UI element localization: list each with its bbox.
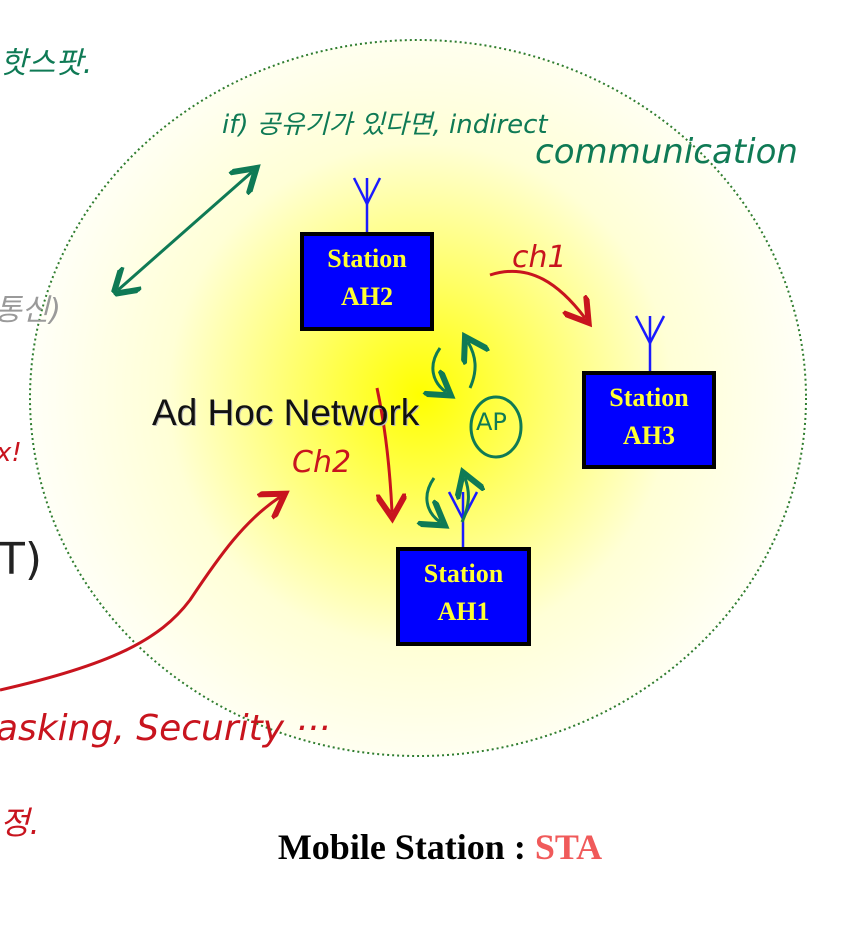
caption-prefix: Mobile Station : bbox=[277, 827, 535, 867]
station-label-line2: AH1 bbox=[437, 597, 490, 626]
station-label-line2: AH3 bbox=[623, 421, 675, 450]
ch2-down-arrow bbox=[375, 387, 392, 512]
ch1-arrow bbox=[489, 269, 585, 318]
ap-link-arrows bbox=[427, 342, 475, 522]
station-ah3: Station AH3 bbox=[582, 371, 716, 469]
note-bottom-left: 정. bbox=[0, 804, 40, 842]
caption: Mobile Station : STA bbox=[0, 826, 852, 868]
ap-circle bbox=[469, 395, 523, 459]
caption-sta: STA bbox=[534, 827, 603, 867]
antenna-icon bbox=[352, 177, 382, 232]
indirect-arrow bbox=[118, 172, 252, 290]
station-label-line1: Station bbox=[327, 244, 407, 273]
note-security: asking, Security ··· bbox=[0, 708, 330, 749]
note-left-red: x! bbox=[0, 438, 22, 468]
note-indirect: if) 공유기가 있다면, indirect bbox=[222, 110, 548, 140]
network-label: Ad Hoc Network bbox=[152, 392, 420, 433]
note-hotspot: 핫스팟. bbox=[0, 46, 93, 81]
station-label-line2: AH2 bbox=[341, 282, 393, 311]
note-left-gray: 통신) bbox=[0, 293, 61, 328]
station-label-line1: Station bbox=[423, 559, 504, 588]
security-arrow bbox=[0, 497, 280, 692]
note-ch2: Ch2 bbox=[292, 445, 352, 480]
station-ah1: Station AH1 bbox=[396, 547, 531, 646]
note-ch1: ch1 bbox=[512, 240, 567, 275]
note-communication: communication bbox=[535, 132, 798, 172]
note-paren: T) bbox=[0, 534, 43, 585]
note-ap: AP bbox=[476, 408, 507, 436]
antenna-icon bbox=[634, 315, 666, 371]
station-ah2: Station AH2 bbox=[300, 232, 434, 331]
station-label-line1: Station bbox=[609, 383, 689, 412]
